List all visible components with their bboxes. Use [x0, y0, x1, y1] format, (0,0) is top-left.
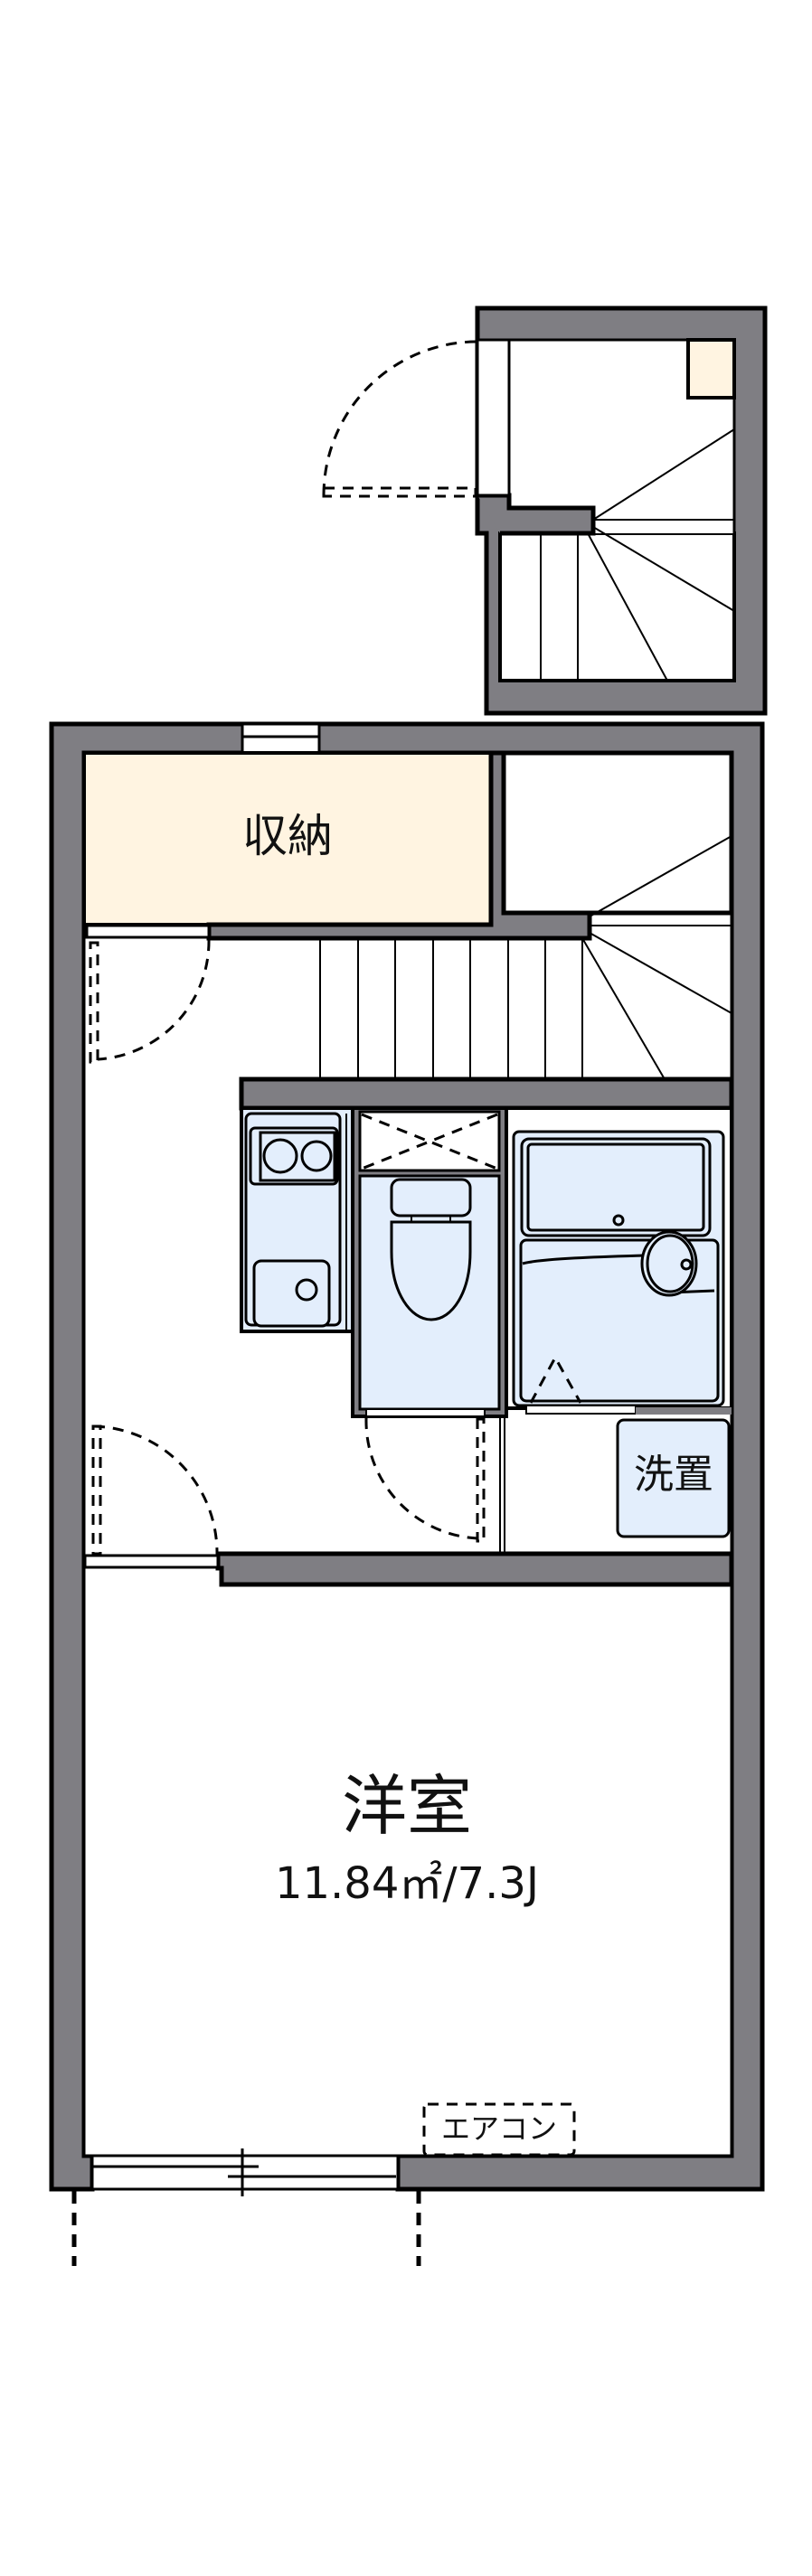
window-bottom	[90, 2148, 400, 2196]
washbasin	[640, 1230, 698, 1297]
kitchen-counter	[240, 1106, 354, 1333]
upper-cream-box	[686, 338, 736, 400]
window-top	[241, 722, 321, 755]
upper-door-swing	[322, 340, 477, 498]
unit-bath	[505, 1106, 733, 1415]
room-name-label: 洋室	[341, 1768, 472, 1844]
stove	[249, 1126, 339, 1186]
sink	[252, 1259, 331, 1328]
washer-label: 洗置	[634, 1452, 713, 1498]
washer-space	[616, 1418, 731, 1538]
storage-label: 収納	[242, 810, 333, 862]
balcony-guide-lines	[71, 2191, 421, 2266]
toilet-fixture	[390, 1178, 472, 1321]
toilet-room	[351, 1106, 508, 1543]
aircon-outline	[422, 2102, 576, 2157]
washer-area	[499, 1416, 731, 1555]
upper-stair-structure	[322, 306, 768, 716]
room-partition	[83, 1424, 734, 1587]
aircon-label: エアコン	[440, 2111, 557, 2146]
room-area-label: 11.84㎡/7.3J	[274, 1858, 540, 1909]
main-staircase	[239, 750, 734, 1111]
